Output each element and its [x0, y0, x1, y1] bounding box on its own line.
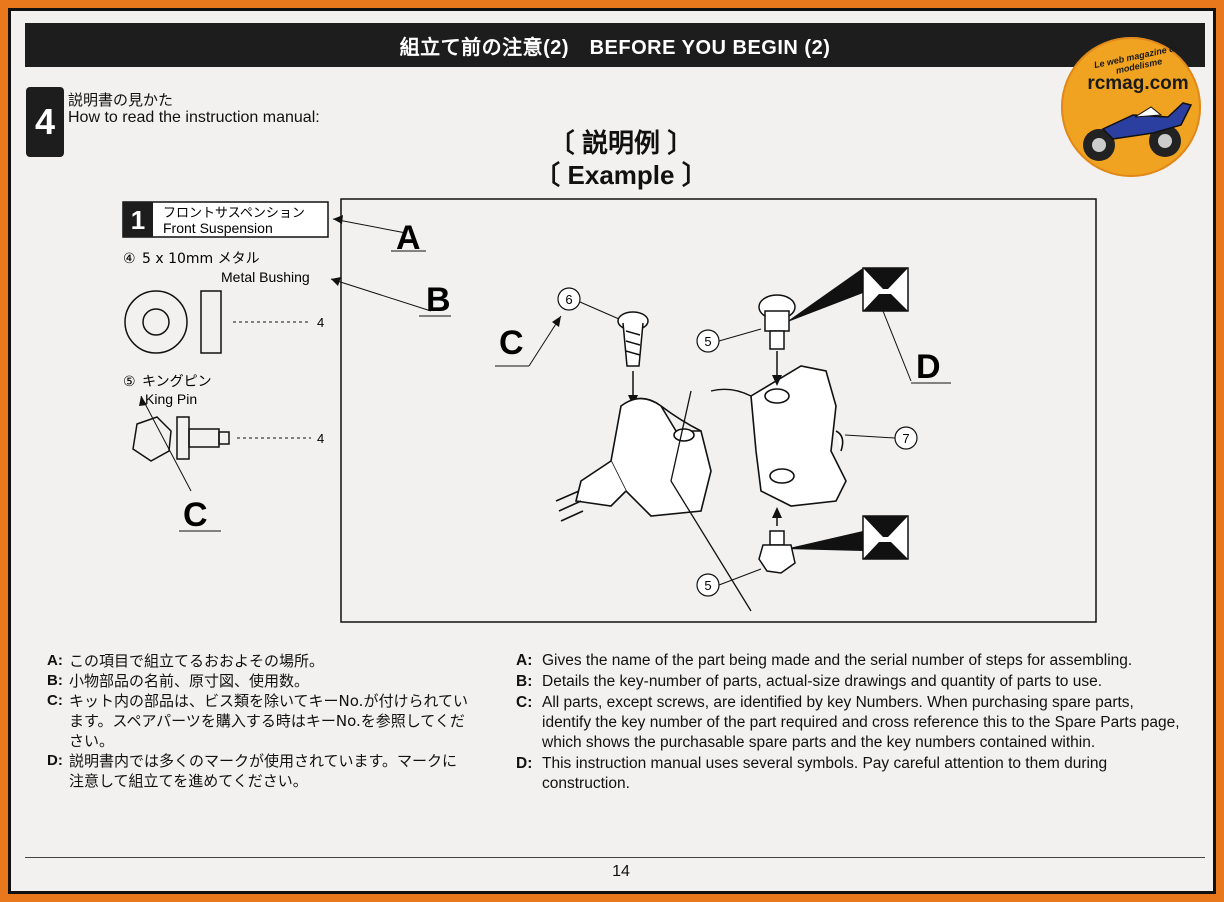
- rc-car-icon: [1083, 102, 1193, 161]
- screw-drawing: [617, 311, 649, 367]
- kingpin-bottom-drawing: [758, 530, 796, 574]
- bushing-face-drawing: [124, 290, 188, 354]
- part-4-size: 5 x 10mm メタル: [142, 251, 260, 267]
- part-5-key: ⑤: [123, 374, 136, 390]
- note-en-d: D:This instruction manual uses several s…: [516, 755, 1108, 792]
- callout-c-frame: C: [499, 324, 524, 362]
- note-en-c: C:All parts, except screws, are identifi…: [516, 694, 1180, 751]
- part-4-name: Metal Bushing: [221, 269, 310, 285]
- step-title-jp: 説明書の見かた: [68, 91, 174, 109]
- note-jp-c: C:キット内の部品は、ビス類を除いてキーNo.が付けられています。スペアパーツを…: [47, 692, 469, 750]
- note-en-b: B:Details the key-number of parts, actua…: [516, 673, 1103, 690]
- callout-b: B: [426, 281, 451, 319]
- kingpin-top-drawing: [758, 294, 796, 350]
- part-4-qty-kingpin: 4: [317, 431, 324, 446]
- note-jp-b: B:小物部品の名前、原寸図、使用数。: [47, 672, 310, 690]
- key-6-label: 6: [565, 292, 572, 307]
- key-5-top-label: 5: [704, 334, 711, 349]
- step-number-badge: 4: [26, 87, 64, 157]
- part-5-name-en: King Pin: [145, 391, 197, 407]
- sample-step-number: 1: [131, 205, 145, 235]
- callout-c-left: C: [183, 496, 208, 534]
- page-header: 組立て前の注意(2) BEFORE YOU BEGIN (2): [25, 23, 1205, 67]
- part-5-name-jp: キングピン: [142, 374, 212, 390]
- footer-rule: [25, 857, 1205, 858]
- example-title-en: 〔 Example 〕: [534, 160, 708, 190]
- kingpin-head-drawing: [132, 416, 172, 462]
- kingpin-side-drawing: [176, 416, 190, 460]
- bushing-side-drawing: [200, 290, 222, 354]
- note-en-a: A:Gives the name of the part being made …: [516, 652, 1133, 669]
- part-4-qty: 4: [317, 315, 324, 330]
- step-title-en: How to read the instruction manual:: [68, 109, 320, 126]
- logo-text: rcmag.com: [1087, 73, 1189, 94]
- part-4-key: ④: [123, 251, 136, 267]
- sample-step-title-en: Front Suspension: [163, 220, 273, 236]
- callout-d: D: [916, 348, 941, 386]
- note-jp-a: A:この項目で組立てるおおよその場所。: [47, 652, 325, 670]
- notes-en: A:Gives the name of the part being made …: [516, 651, 1186, 795]
- sample-step-title-jp: フロントサスペンション: [163, 206, 305, 221]
- steering-knuckle-drawing: [555, 397, 712, 522]
- example-diagram: 1 フロントサスペンション Front Suspension ④ 5 x 10m…: [122, 198, 1097, 623]
- key-5-bottom-label: 5: [704, 578, 711, 593]
- callout-a: A: [396, 219, 421, 257]
- example-frame: [340, 198, 1097, 623]
- note-jp-d: D:説明書内では多くのマークが使用されています。マークに注意して組立てを進めてく…: [47, 752, 458, 790]
- page-number: 14: [612, 863, 630, 880]
- example-title-jp: 〔 説明例 〕: [548, 128, 694, 158]
- notes-jp: A:この項目で組立てるおおよその場所。 B:小物部品の名前、原寸図、使用数。 C…: [47, 651, 472, 791]
- manual-page: 組立て前の注意(2) BEFORE YOU BEGIN (2) 4 説明書の見か…: [11, 11, 1213, 891]
- c-hub-drawing: [750, 365, 847, 507]
- key-7-label: 7: [902, 431, 909, 446]
